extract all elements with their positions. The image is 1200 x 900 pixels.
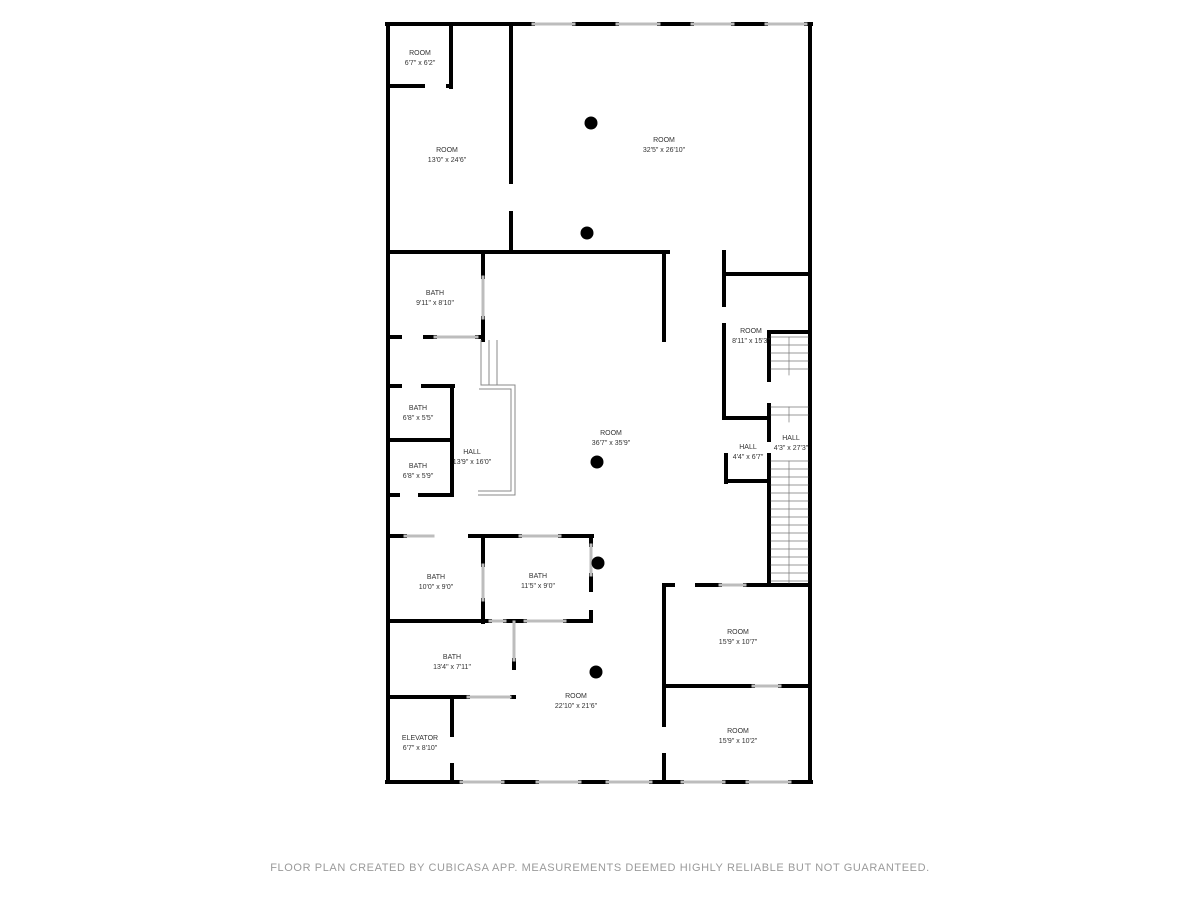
room-dimensions: 15'9" x 10'2" xyxy=(718,738,758,745)
counter-outline xyxy=(478,340,516,496)
room-dimensions: 36'7" x 35'9" xyxy=(591,440,631,447)
room-name: ROOM xyxy=(600,430,622,437)
room-name: ROOM xyxy=(565,693,587,700)
footer-disclaimer: FLOOR PLAN CREATED BY CUBICASA APP. MEAS… xyxy=(270,862,930,874)
room-name: BATH xyxy=(426,574,446,581)
room-name: ROOM xyxy=(436,147,458,154)
column xyxy=(580,226,594,240)
room-name: BATH xyxy=(408,405,428,412)
room-dimensions: 4'4" x 6'7" xyxy=(732,454,764,461)
room-label: BATH 6'8" x 5'5" xyxy=(403,404,434,424)
room-label: HALL 4'3" x 27'3" xyxy=(774,434,809,454)
room-label: HALL 13'9" x 16'0" xyxy=(453,448,491,468)
room-dimensions: 10'0" x 9'0" xyxy=(418,584,454,591)
room-dimensions: 11'5" x 9'0" xyxy=(521,583,555,590)
room-label: BATH 6'8" x 5'9" xyxy=(403,462,434,482)
room-name: ROOM xyxy=(727,629,749,636)
room-label: ROOM 22'10" x 21'6" xyxy=(555,692,597,712)
room-label: BATH 9'11" x 8'10" xyxy=(416,289,454,309)
room-label: BATH 11'5" x 9'0" xyxy=(521,572,555,592)
room-dimensions: 32'5" x 26'10" xyxy=(642,147,686,154)
room-dimensions: 15'9" x 10'7" xyxy=(718,639,758,646)
room-name: ROOM xyxy=(727,728,749,735)
column xyxy=(591,556,605,570)
column xyxy=(584,116,598,130)
room-name: ROOM xyxy=(740,328,762,335)
room-dimensions: 13'0" x 24'6" xyxy=(427,157,467,164)
room-dimensions: 6'7" x 6'2" xyxy=(404,60,436,67)
room-label: ROOM 15'9" x 10'7" xyxy=(719,628,757,648)
room-dimensions: 6'8" x 5'5" xyxy=(402,415,434,422)
room-dimensions: 6'7" x 8'10" xyxy=(402,745,438,752)
room-dimensions: 13'9" x 16'0" xyxy=(452,459,492,466)
room-name: BATH xyxy=(528,573,548,580)
room-label: HALL 4'4" x 6'7" xyxy=(733,443,764,463)
room-name: BATH xyxy=(408,463,428,470)
room-name: ROOM xyxy=(409,50,431,57)
room-name: BATH xyxy=(425,290,445,297)
room-dimensions: 4'3" x 27'3" xyxy=(773,445,809,452)
room-label: BATH 10'0" x 9'0" xyxy=(419,573,454,593)
room-label: BATH 13'4" x 7'11" xyxy=(433,653,471,673)
room-name: ROOM xyxy=(653,137,675,144)
room-dimensions: 6'8" x 5'9" xyxy=(402,473,434,480)
room-label: ROOM 6'7" x 6'2" xyxy=(405,49,436,69)
room-dimensions: 8'11" x 15'3" xyxy=(732,338,770,345)
room-name: BATH xyxy=(442,654,462,661)
room-label: ROOM 36'7" x 35'9" xyxy=(592,429,630,449)
room-label: ROOM 32'5" x 26'10" xyxy=(643,136,685,156)
room-label: ROOM 15'9" x 10'2" xyxy=(719,727,757,747)
room-name: ELEVATOR xyxy=(401,735,439,742)
room-label: ROOM 8'11" x 15'3" xyxy=(732,327,770,347)
room-name: HALL xyxy=(739,444,757,451)
room-dimensions: 13'4" x 7'11" xyxy=(433,664,471,671)
column xyxy=(590,455,604,469)
room-dimensions: 9'11" x 8'10" xyxy=(416,300,454,307)
room-dimensions: 22'10" x 21'6" xyxy=(554,703,598,710)
column xyxy=(589,665,603,679)
room-label: ELEVATOR 6'7" x 8'10" xyxy=(402,734,438,754)
room-name: HALL xyxy=(463,449,481,456)
room-name: HALL xyxy=(782,435,800,442)
room-label: ROOM 13'0" x 24'6" xyxy=(428,146,466,166)
